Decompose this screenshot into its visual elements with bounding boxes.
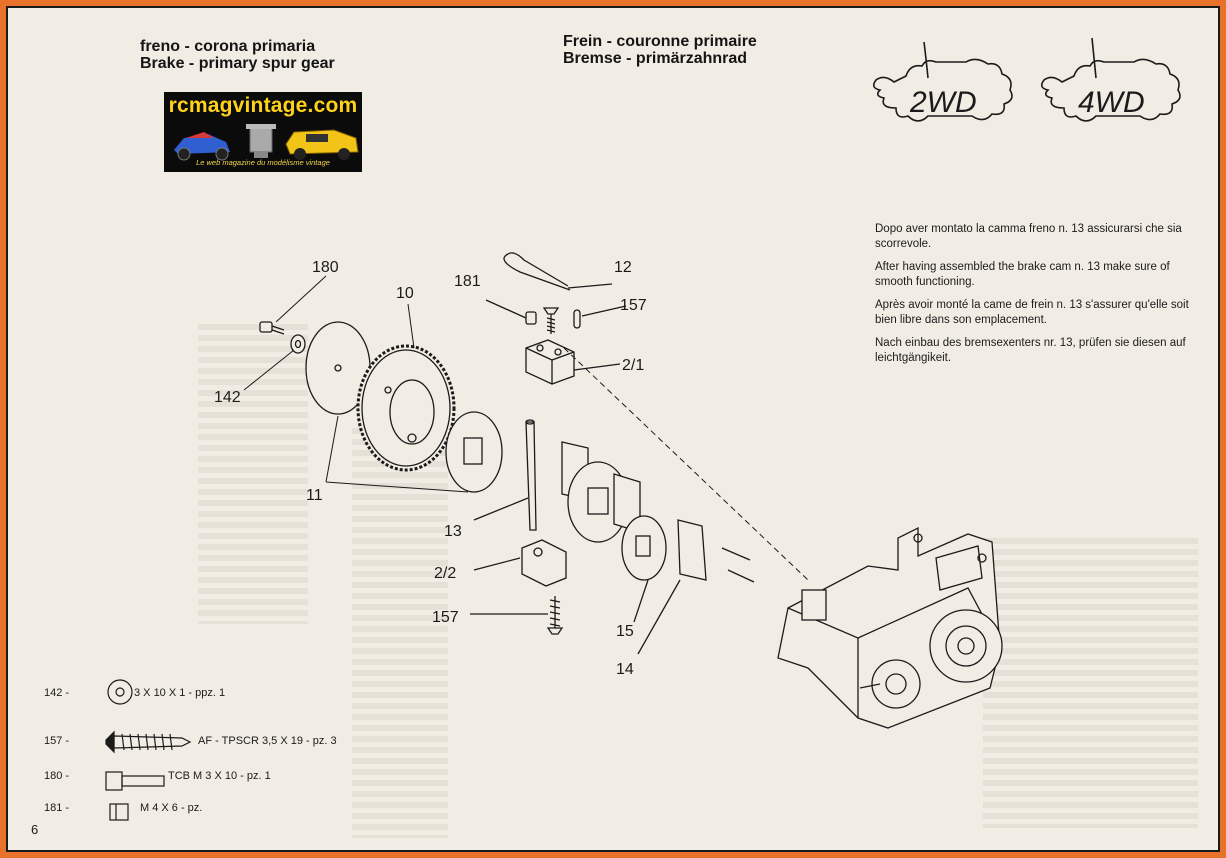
legend-desc-180: TCB M 3 X 10 - pz. 1 [168,770,271,782]
callout-11: 11 [306,487,323,504]
socket-screw-legend-icon [105,771,165,791]
legend-row-142: 142 - [44,687,69,699]
callout-15: 15 [616,623,634,640]
brake-cam-holder-2-1-icon [525,339,575,385]
callout-181: 181 [454,273,481,290]
setscrew-181-icon [525,311,537,325]
logo-subtitle: Le web magazine du modélisme vintage [196,158,330,167]
spur-gear-icon [356,344,456,472]
wire-pin-12-icon [503,252,571,291]
callout-14: 14 [616,661,634,678]
legend-num: 181 - [44,802,70,814]
note-italian: Dopo aver montato la camma freno n. 13 a… [875,223,1182,250]
badge-4wd-icon [1040,37,1181,122]
manual-page: freno - corona primaria Brake - primary … [6,6,1220,852]
legend-row-180: 180 - [44,770,69,782]
setscrew-legend-icon [109,803,129,821]
callout-142: 142 [214,389,241,406]
title-italian: freno - corona primaria [140,38,316,55]
legend-num: 142 - [44,687,70,699]
gearbox-housing-icon [777,526,1003,729]
screw-180-icon [259,321,285,335]
pin-icon [573,309,581,329]
badge-2wd-icon [872,41,1013,122]
callout-12: 12 [614,259,632,276]
legend-num: 180 - [44,770,70,782]
parts-legend-icons [105,679,192,821]
note-german: Nach einbau des bremsexenters nr. 13, pr… [875,337,1186,364]
brake-cam-shaft-13-icon [525,419,537,531]
callout-10: 10 [396,285,414,302]
bleed-through-text-left [198,324,308,624]
callout-157-top: 157 [620,297,647,314]
screw-157-bottom-icon [546,596,564,635]
drive-type-badges: 2WD 4WD [872,37,1181,122]
legend-desc-181: M 4 X 6 - pz. [140,802,203,814]
brake-cam-holder-2-2-icon [521,539,567,587]
title-german: Bremse - primärzahnrad [563,50,748,67]
bleed-through-text-right [983,538,1198,828]
callout-2-2: 2/2 [434,565,456,582]
logo-text: rcmagvintage.com [168,94,358,117]
tapping-screw-legend-icon [105,730,192,754]
exploded-diagram: 180 10 181 12 157 2/1 142 11 13 2/2 157 … [214,252,1003,729]
page-number: 6 [31,822,39,837]
legend-row-157: 157 - [44,735,69,747]
badge-2wd-text: 2WD [909,86,977,119]
washer-legend-icon [107,679,133,705]
rcmagvintage-logo[interactable]: rcmagvintage.com Le web [164,92,362,172]
legend-desc-142: 3 X 10 X 1 - ppz. 1 [134,687,226,699]
callout-2-1: 2/1 [622,357,644,374]
badge-4wd-text: 4WD [1078,86,1145,119]
callout-180: 180 [312,259,339,276]
title-english: Brake - primary spur gear [140,55,335,72]
legend-num: 157 - [44,735,70,747]
note-english: After having assembled the brake cam n. … [875,261,1170,288]
legend-desc-157: AF - TPSCR 3,5 X 19 - pz. 3 [198,735,337,747]
bleed-through-text-mid [352,428,448,838]
washer-142-icon [290,334,306,354]
hub-11-icon [445,411,503,493]
callout-13: 13 [444,523,462,540]
callout-157-bottom: 157 [432,609,459,626]
note-french: Après avoir monté la came de frein n. 13… [875,299,1189,326]
title-french: Frein - couronne primaire [563,33,757,50]
logo-cars-icon [174,124,359,161]
assembly-notes: Dopo aver montato la camma freno n. 13 a… [875,222,1195,374]
legend-row-181: 181 - [44,802,69,814]
screw-157-top-icon [542,307,560,334]
